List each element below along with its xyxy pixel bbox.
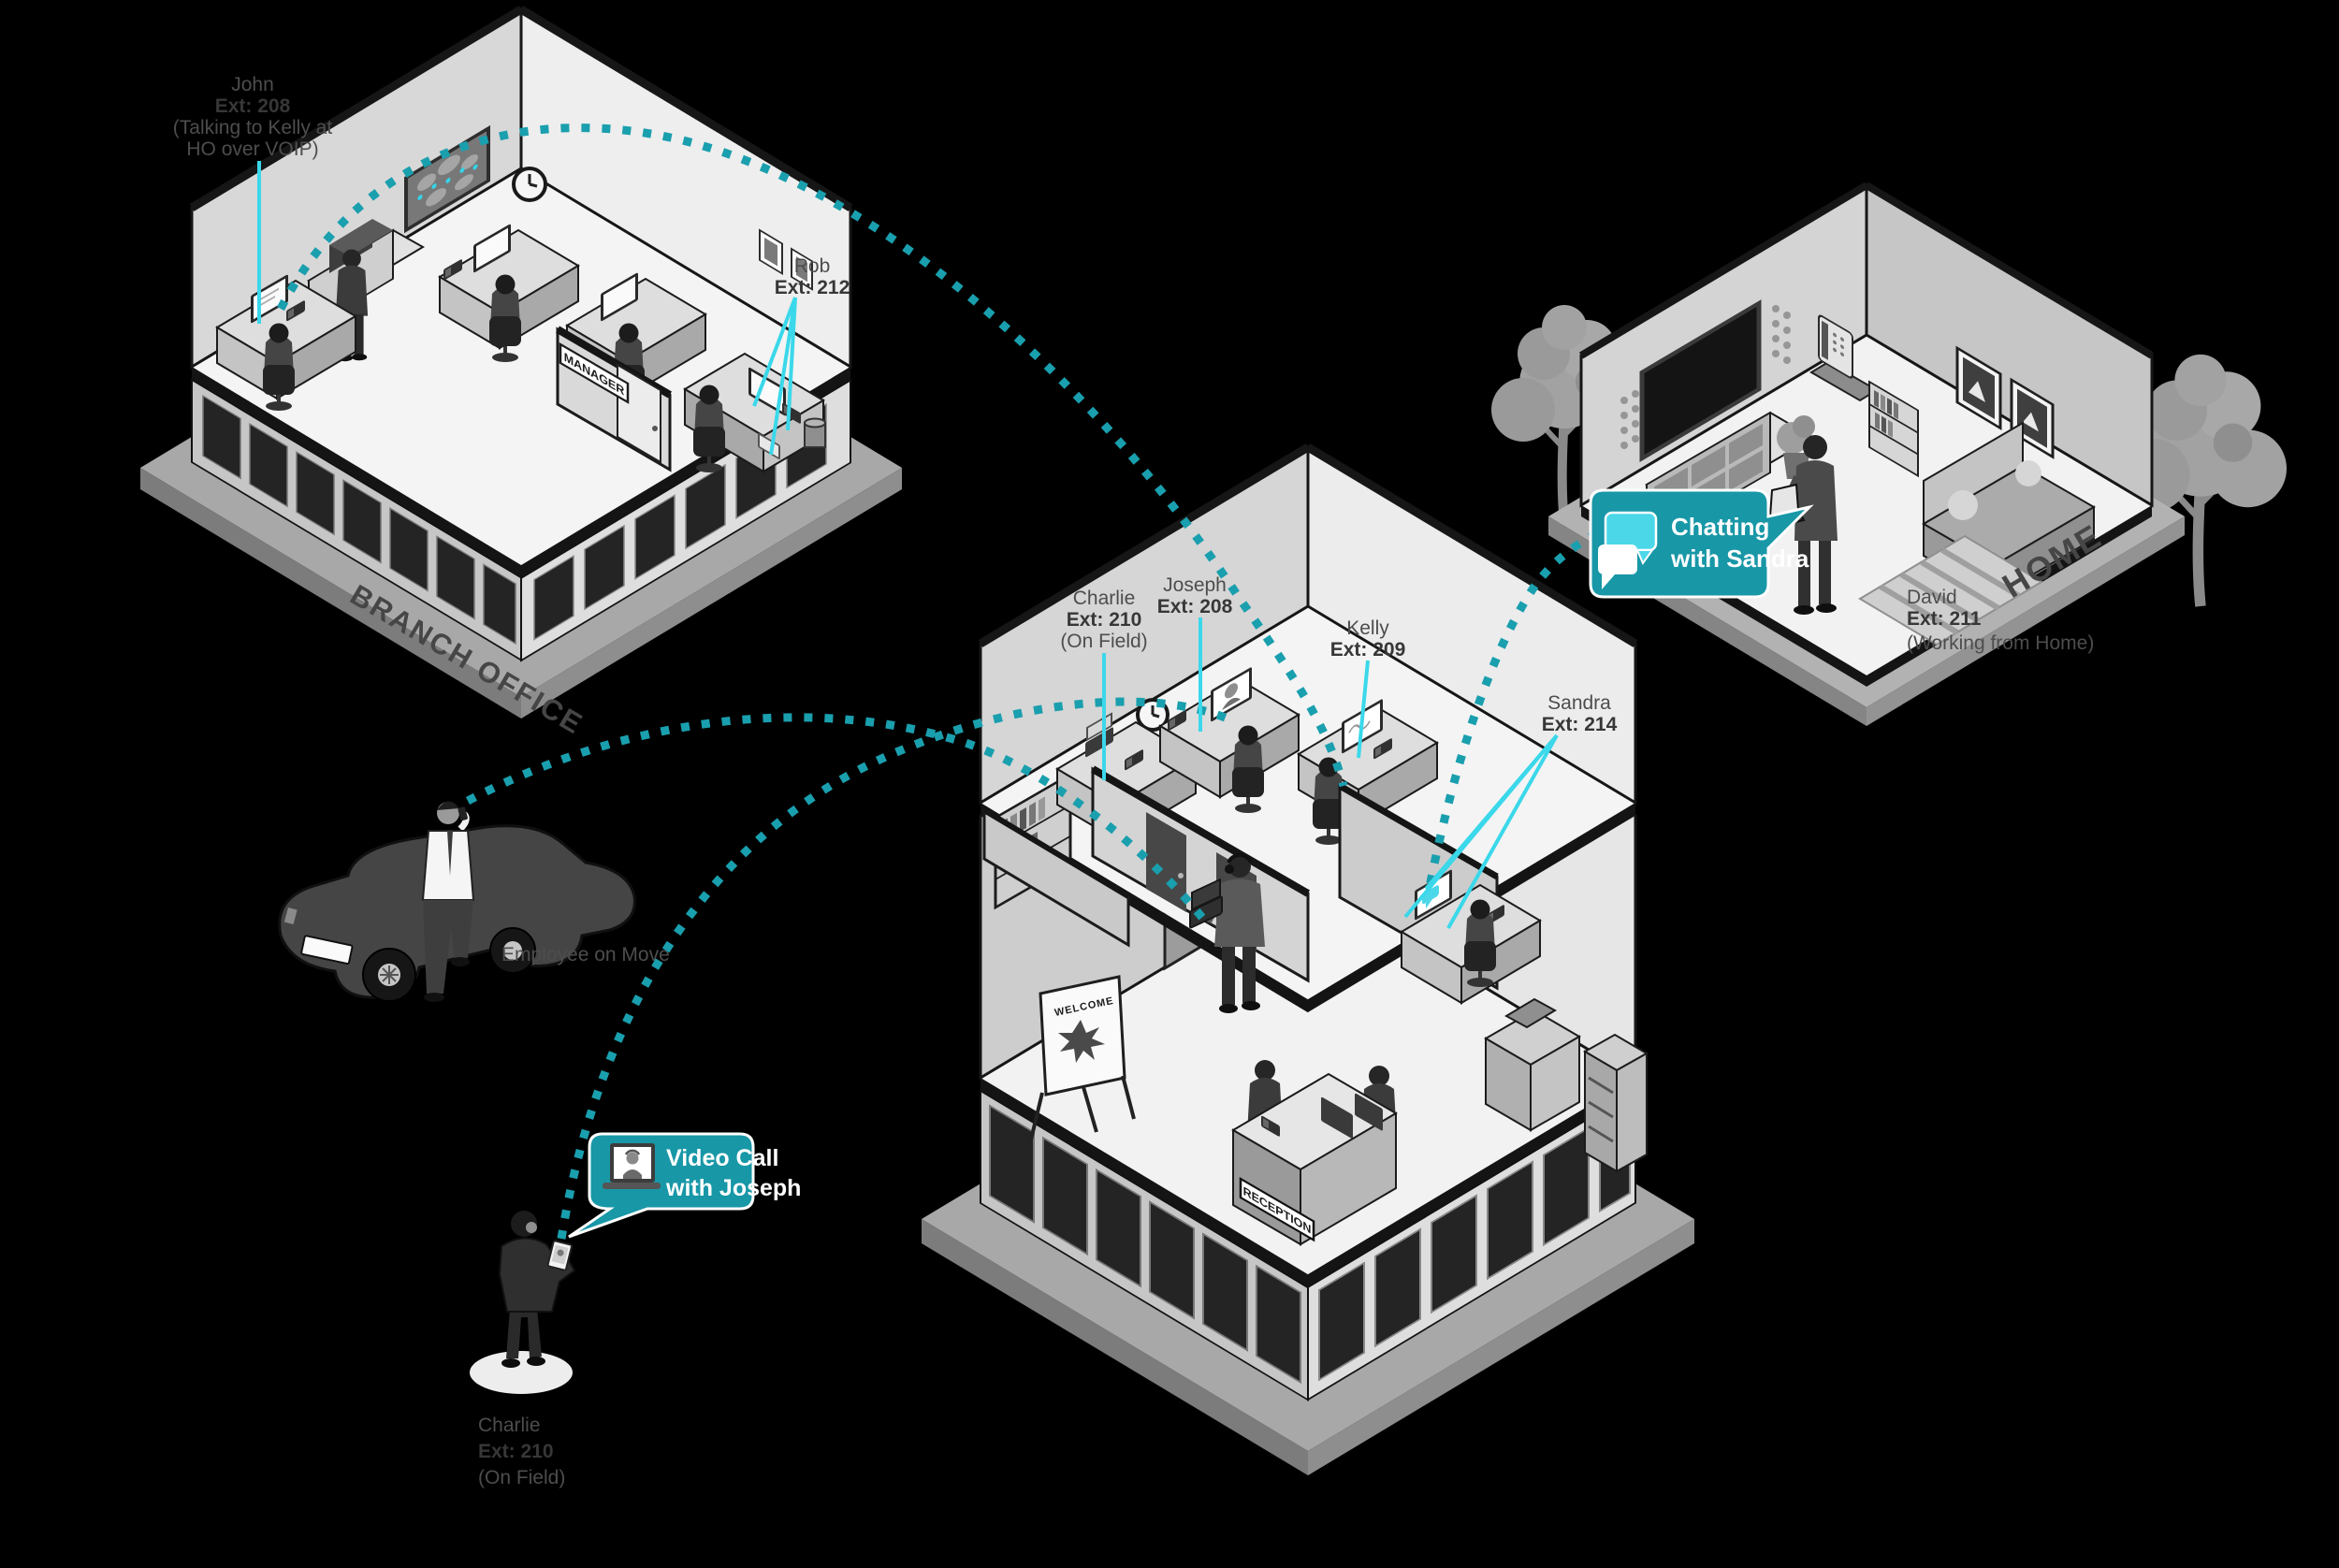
chat-callout-line2: with Sandra — [1670, 544, 1809, 573]
welcome-easel: WELCOME — [1029, 975, 1136, 1140]
john-label: John Ext: 208 (Talking to Kelly at HO ov… — [173, 74, 333, 160]
john-note1: (Talking to Kelly at — [173, 117, 333, 138]
john-ext: Ext: 208 — [215, 95, 291, 117]
branch-rob-workstation — [684, 353, 826, 474]
kelly-pointer-line — [1357, 660, 1370, 759]
employee-on-move-figure — [421, 801, 475, 1002]
headset-employee-laptop — [1189, 878, 1223, 929]
connection-john-kelly — [277, 123, 1348, 788]
home-rug — [1858, 534, 2043, 646]
rob-name: Rob — [794, 255, 831, 277]
video-callout: Video Call with Joseph — [568, 1132, 801, 1239]
kelly-ext: Ext: 209 — [1330, 639, 1406, 661]
charlie-field-label: Charlie Ext: 210 (On Field) — [478, 1415, 565, 1488]
joseph-name: Joseph — [1163, 574, 1227, 596]
charlie-field-scene: Charlie Ext: 210 (On Field) — [470, 1211, 576, 1488]
spotlight-ellipse — [470, 1351, 573, 1394]
branch-wall-frames — [759, 228, 813, 291]
charlie-field-note: (On Field) — [478, 1467, 565, 1488]
david-label: David Ext: 211 (Working from Home) — [1907, 587, 2094, 654]
rob-ext: Ext: 212 — [775, 277, 850, 298]
rob-label: Rob Ext: 212 — [775, 255, 850, 298]
reception-copier — [1484, 997, 1581, 1132]
charlie-field-name: Charlie — [478, 1415, 541, 1436]
joseph-workstation — [1159, 667, 1300, 815]
home-picture-frames — [1955, 345, 2055, 459]
charlie-office-note: (On Field) — [1060, 631, 1147, 652]
mobile-phone-icon — [458, 806, 468, 821]
branch-manager-wall: MANAGER — [555, 326, 673, 472]
kelly-label: Kelly Ext: 209 — [1330, 617, 1406, 661]
john-note2: HO over VOIP) — [186, 138, 318, 160]
home-bookshelf — [1868, 380, 1919, 478]
employee-on-move-scene: Employee on Move — [278, 801, 670, 1002]
sandra-label: Sandra Ext: 214 — [1542, 692, 1618, 735]
chat-callout-line1: Chatting — [1671, 513, 1769, 541]
ho-facade — [980, 1077, 1636, 1401]
home-wall-phone — [1809, 314, 1879, 402]
david-ext: Ext: 211 — [1907, 608, 1982, 630]
video-callout-line1: Video Call — [666, 1145, 778, 1171]
kelly-name: Kelly — [1346, 617, 1389, 639]
branch-office-scene: MANAGER BRANCH OFFICE — [140, 6, 902, 741]
charlie-tablet — [546, 1240, 573, 1271]
connection-car-office — [465, 713, 1207, 922]
charlie-field-ext: Ext: 210 — [478, 1441, 554, 1462]
charlie-office-name: Charlie — [1073, 588, 1136, 609]
charlie-office-label: Charlie Ext: 210 (On Field) — [1060, 588, 1147, 652]
sandra-name: Sandra — [1547, 692, 1611, 714]
ho-front-halfwall — [982, 807, 1130, 948]
chat-callout: Chatting with Sandra — [1589, 488, 1814, 599]
video-callout-line2: with Joseph — [665, 1175, 801, 1201]
connection-charlie-joseph — [557, 697, 1229, 1240]
branch-wall-clock — [512, 167, 547, 202]
chat-bubbles-icon — [1598, 511, 1658, 589]
sandra-pointer-lines — [1403, 733, 1559, 929]
reception-file-cabinet — [1582, 1033, 1649, 1173]
headset-employee — [1189, 853, 1265, 1013]
star-burst-icon — [1058, 1020, 1105, 1063]
video-call-laptop-icon — [603, 1143, 661, 1189]
charlie-field-figure — [498, 1211, 576, 1368]
sandra-ext: Ext: 214 — [1542, 714, 1618, 735]
rob-pointer-lines — [752, 297, 797, 456]
david-note: (Working from Home) — [1907, 632, 2094, 654]
charlie-office-ext: Ext: 210 — [1067, 609, 1142, 631]
john-name: John — [231, 74, 274, 95]
sandra-workstation — [1401, 869, 1541, 1004]
joseph-ext: Ext: 208 — [1157, 596, 1233, 617]
pointer-lines — [257, 161, 1559, 929]
home-tv — [1639, 299, 1762, 462]
branch-trash-bin — [804, 417, 826, 448]
reception-desk: RECEPTION — [1231, 1072, 1398, 1246]
head-office-scene: WELCOME — [922, 443, 1694, 1475]
employee-on-move-label: Employee on Move — [501, 944, 670, 965]
home-wall-dots — [1620, 305, 1791, 449]
david-name: David — [1907, 587, 1957, 608]
joseph-label: Joseph Ext: 208 — [1157, 574, 1233, 617]
license-plate — [300, 935, 354, 965]
